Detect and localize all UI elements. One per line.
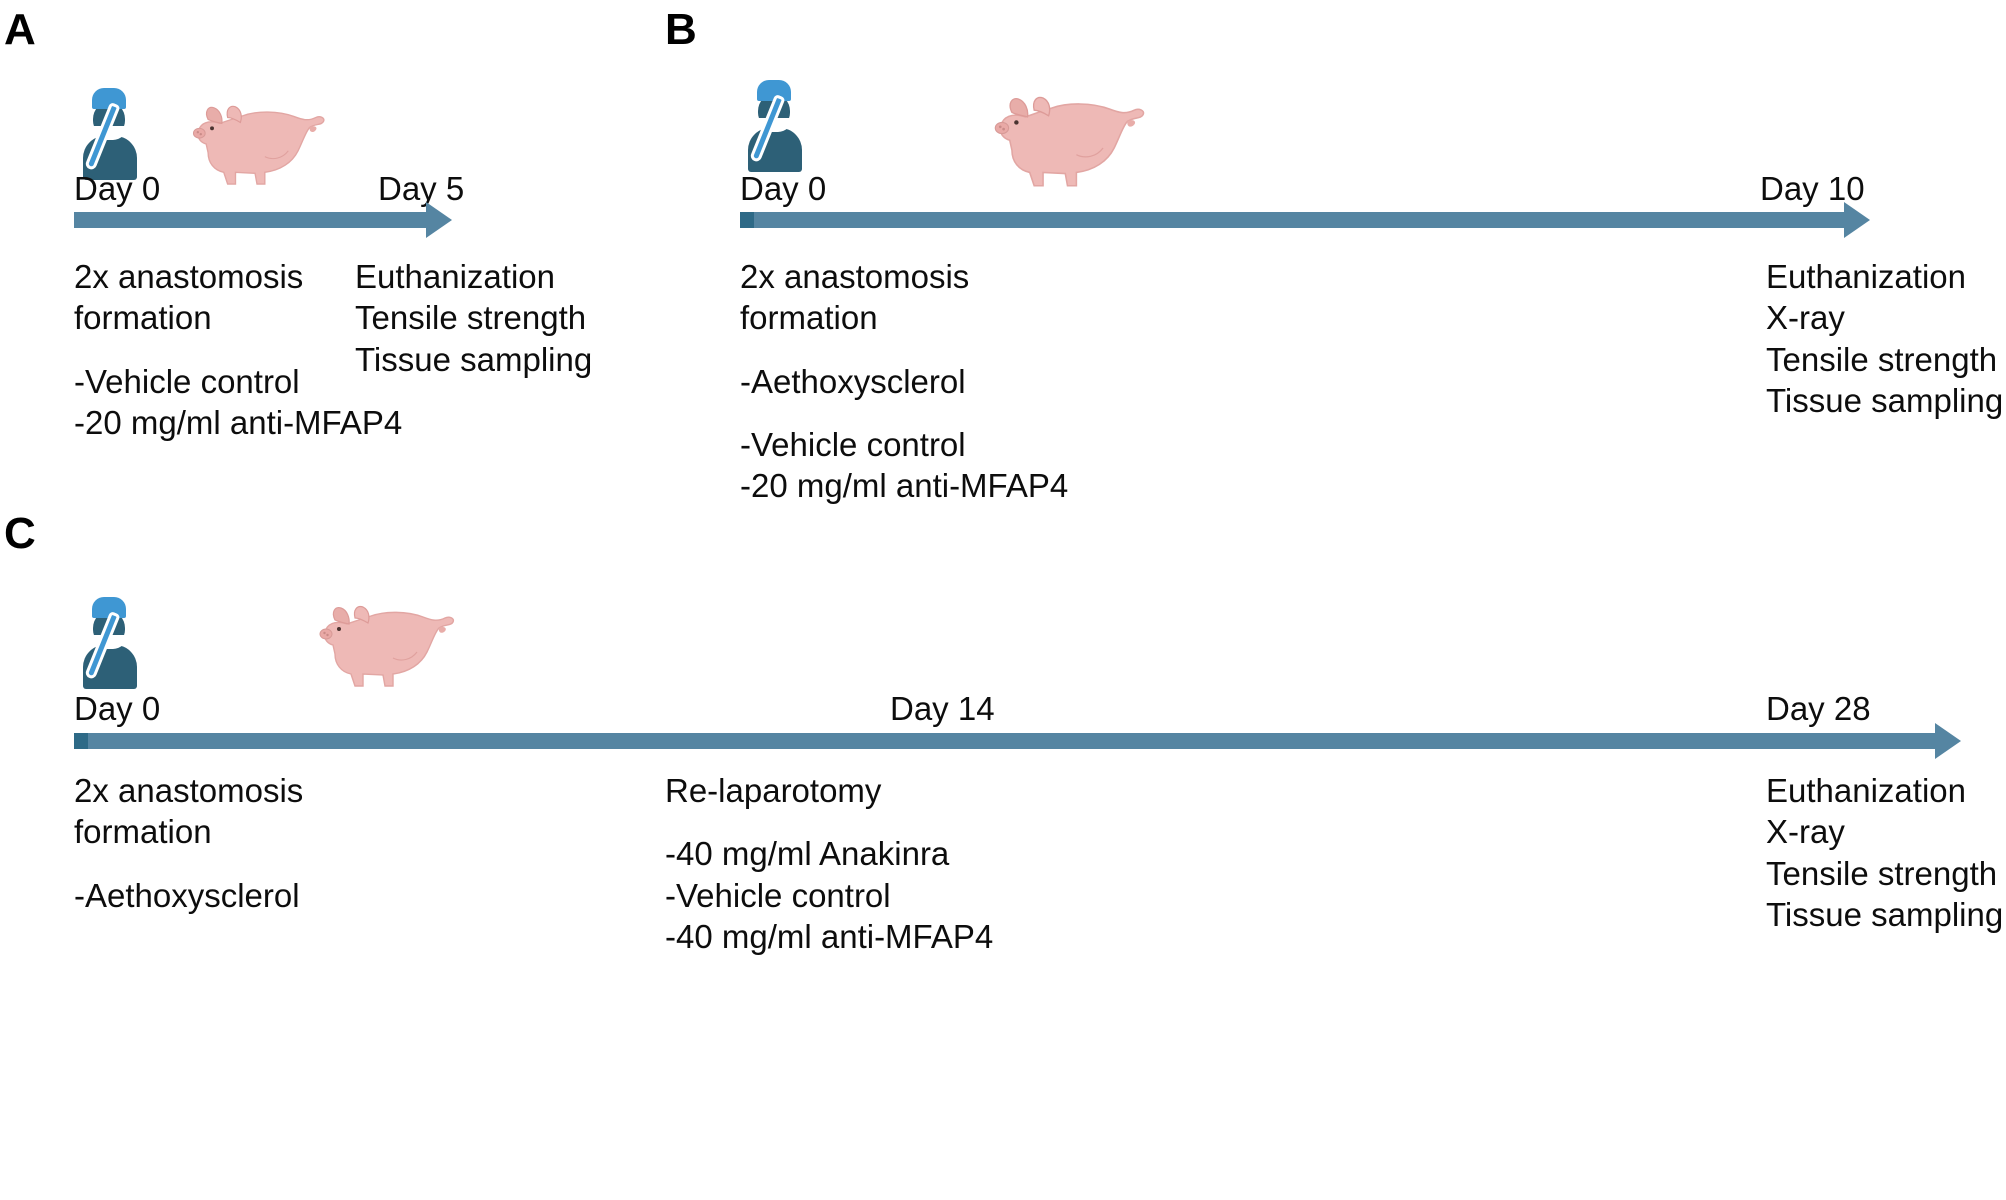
panel-c-start-day-label: Day 0 xyxy=(74,690,161,727)
panel-c-end-day-label: Day 28 xyxy=(1766,690,1871,727)
surgeon-with-scalpel-icon xyxy=(80,88,142,180)
timeline-start-cap xyxy=(740,212,754,228)
text-line: Tissue sampling xyxy=(355,340,593,378)
panel-b-end-day-label: Day 10 xyxy=(1760,170,1865,207)
timeline-shaft xyxy=(74,733,1935,749)
timeline-arrowhead xyxy=(426,202,452,238)
panel-a-letter: A xyxy=(4,5,37,54)
pig-icon xyxy=(975,88,1160,188)
text-line: formation xyxy=(74,299,212,337)
panel-b-letter: B xyxy=(665,5,698,54)
panel-a-timeline-arrow xyxy=(74,202,452,238)
text-line: Re-laparotomy xyxy=(665,772,882,809)
text-line: Tissue sampling xyxy=(1766,381,2004,419)
text-line: Euthanization xyxy=(1766,772,1966,809)
treatment-line: -Vehicle control xyxy=(740,425,966,463)
treatment-line: -Vehicle control xyxy=(665,876,891,914)
agent-line: -Aethoxysclerol xyxy=(74,876,300,914)
spacer xyxy=(740,339,1068,361)
text-line: Tensile strength xyxy=(1766,340,1998,378)
surgeon-cap xyxy=(757,80,791,101)
text-line: 2x anastomosis xyxy=(74,772,304,809)
surgeon-cap xyxy=(92,88,126,109)
text-line: Tensile strength xyxy=(355,299,587,337)
timeline-shaft xyxy=(74,212,426,228)
agent-line: -Aethoxysclerol xyxy=(740,362,966,400)
pig-icon xyxy=(178,98,336,186)
panel-a-start-day-label: Day 0 xyxy=(74,170,161,207)
treatment-line: -20 mg/ml anti-MFAP4 xyxy=(740,467,1069,504)
panel-a-end-day-label: Day 5 xyxy=(378,170,465,207)
spacer xyxy=(74,339,402,361)
treatment-line: -40 mg/ml Anakinra xyxy=(665,835,950,873)
panel-c-letter: C xyxy=(4,509,37,558)
text-line: X-ray xyxy=(1766,813,1845,851)
panel-b-timeline-arrow xyxy=(740,202,1870,238)
panel-c-timeline-arrow xyxy=(74,723,1961,759)
text-line: 2x anastomosis xyxy=(740,258,970,295)
text-line: 2x anastomosis xyxy=(74,258,304,295)
timeline-shaft xyxy=(740,212,1844,228)
text-line: Euthanization xyxy=(1766,258,1966,295)
text-line: Tissue sampling xyxy=(1766,895,2004,933)
panel-b-end-text: Euthanization X-ray Tensile strength Tis… xyxy=(1766,256,2003,421)
spacer xyxy=(740,402,1068,424)
pig-icon xyxy=(305,598,465,688)
treatment-line: -Vehicle control xyxy=(74,362,300,400)
panel-a-end-text: Euthanization Tensile strength Tissue sa… xyxy=(355,256,592,380)
surgeon-cap xyxy=(92,597,126,618)
text-line: formation xyxy=(74,813,212,851)
text-line: X-ray xyxy=(1766,299,1845,337)
timeline-arrowhead xyxy=(1935,723,1961,759)
panel-a-start-text: 2x anastomosis formation -Vehicle contro… xyxy=(74,256,402,443)
panel-c-middle-day-label: Day 14 xyxy=(890,690,995,727)
spacer xyxy=(74,853,303,875)
timeline-start-cap xyxy=(74,733,88,749)
surgeon-with-scalpel-icon xyxy=(745,80,807,172)
timeline-arrowhead xyxy=(1844,202,1870,238)
panel-c-end-text: Euthanization X-ray Tensile strength Tis… xyxy=(1766,770,2003,935)
spacer xyxy=(665,811,993,833)
treatment-line: -20 mg/ml anti-MFAP4 xyxy=(74,403,403,441)
panel-c-middle-text: Re-laparotomy -40 mg/ml Anakinra -Vehicl… xyxy=(665,770,993,957)
panel-b-start-day-label: Day 0 xyxy=(740,170,827,207)
panel-b-start-text: 2x anastomosis formation -Aethoxysclerol… xyxy=(740,256,1068,506)
panel-c-start-text: 2x anastomosis formation -Aethoxysclerol xyxy=(74,770,303,916)
text-line: Tensile strength xyxy=(1766,854,1998,892)
text-line: formation xyxy=(740,299,878,337)
surgeon-with-scalpel-icon xyxy=(80,597,142,689)
treatment-line: -40 mg/ml anti-MFAP4 xyxy=(665,917,994,955)
text-line: Euthanization xyxy=(355,258,555,295)
